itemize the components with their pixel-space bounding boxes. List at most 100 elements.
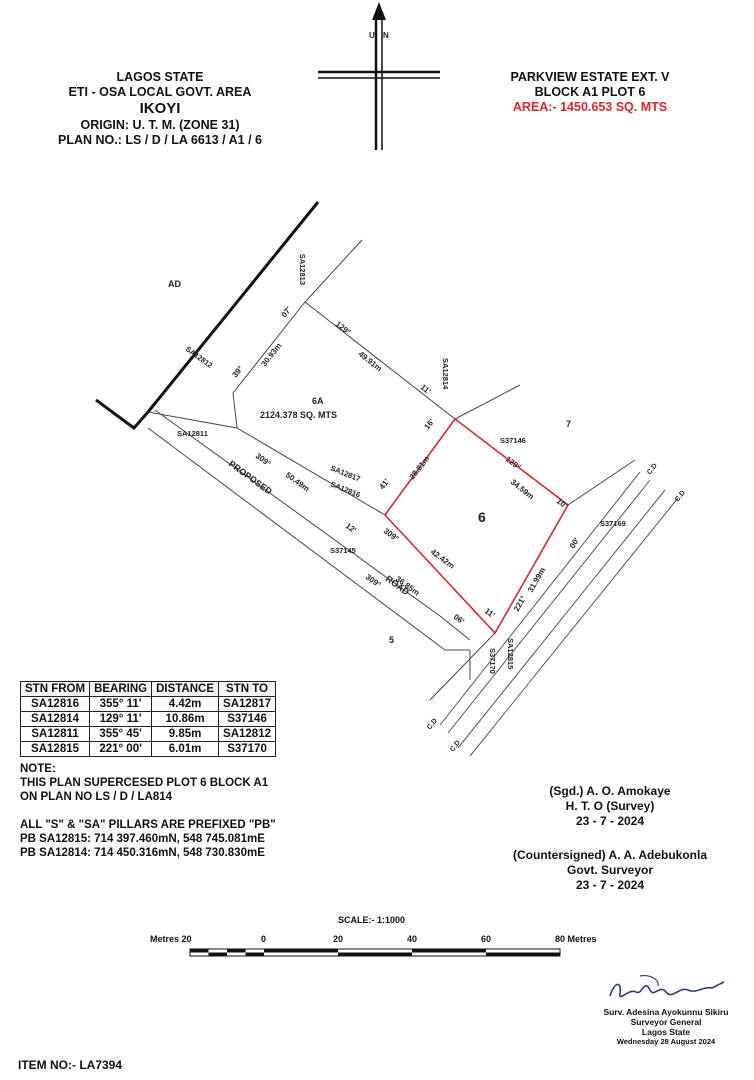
- beacon-sa12814: SA12814: [441, 358, 450, 390]
- sig2-title: Govt. Surveyor: [566, 863, 654, 877]
- scale-tick-40: 40: [407, 934, 418, 944]
- station-table-wrap: STN FROM BEARING DISTANCE STN TO SA12816…: [19, 681, 276, 757]
- block-plot: BLOCK A1 PLOT 6: [534, 85, 646, 99]
- plot-6a-boundary: [147, 239, 521, 516]
- label-6: 6: [478, 509, 486, 525]
- dim-23: 06': [452, 612, 466, 626]
- dim-20: 221°: [512, 594, 528, 613]
- note-line-4: PB SA12815: 714 397.460mN, 548 745.081mE: [20, 833, 265, 845]
- label-7: 7: [566, 419, 571, 429]
- cell: S37170: [218, 741, 276, 757]
- origin-text: ORIGIN: U. T. M. (ZONE 31): [80, 118, 240, 132]
- cd-label-4: C.D: [449, 739, 462, 753]
- cd-label-3: C.D: [426, 717, 439, 731]
- scale-label: SCALE:- 1:1000: [338, 915, 406, 925]
- dim-10: 16': [422, 417, 436, 431]
- cell: SA12812: [218, 726, 276, 742]
- cell: 129° 11': [89, 711, 153, 727]
- state-name: LAGOS STATE: [116, 70, 204, 84]
- dim-18: 00': [568, 536, 581, 550]
- plot-7-lines: [429, 459, 636, 701]
- scale-tick-0: 0: [261, 934, 267, 944]
- label-ad: AD: [168, 279, 181, 289]
- signature-block-1: (Sgd.) A. O. Amokaye H. T. O (Survey) 23…: [500, 784, 720, 829]
- table-header-row: STN FROM BEARING DISTANCE STN TO: [19, 681, 276, 697]
- dim-3: 11': [419, 382, 433, 396]
- cd-label-2: C.D: [674, 489, 687, 503]
- beacon-sa12815: SA12815: [506, 638, 515, 669]
- estate-name: PARKVIEW ESTATE EXT. V: [510, 70, 670, 84]
- scale-metres-right: 80 Metres: [555, 934, 597, 944]
- scale-tick-20: 20: [333, 934, 344, 944]
- beacon-sa12811: SA12811: [177, 429, 208, 438]
- beacon-s37170: S37170: [488, 648, 497, 674]
- cell: 4.42m: [151, 696, 220, 712]
- ad-boundary: [95, 201, 320, 431]
- item-number: ITEM NO:- LA7394: [18, 1058, 123, 1072]
- table-row: SA12816 355° 11' 4.42m SA12817: [19, 696, 276, 712]
- sg-date: Wednesday 28 August 2024: [616, 1037, 716, 1046]
- dim-1: 129°: [334, 319, 353, 336]
- note-line-2: ON PLAN NO LS / D / LA814: [20, 791, 173, 803]
- cell: S37146: [218, 711, 276, 727]
- table-row: SA12815 221° 00' 6.01m S37170: [19, 741, 276, 757]
- label-5: 5: [389, 635, 394, 645]
- dim-7: 309°: [254, 451, 273, 468]
- col-stn-from: STN FROM: [19, 681, 91, 697]
- cd-label-1: C.D: [646, 462, 659, 476]
- label-6a: 6A: [312, 396, 324, 406]
- col-bearing: BEARING: [89, 681, 153, 697]
- table-row: SA12814 129° 11' 10.86m S37146: [19, 711, 276, 727]
- col-distance: DISTANCE: [151, 681, 220, 697]
- beacon-sa12813: SA12813: [298, 254, 307, 285]
- cell: SA12816: [19, 696, 91, 712]
- beacon-s37146: S37146: [500, 436, 526, 445]
- area-text: AREA:- 1450.653 SQ. MTS: [512, 100, 668, 114]
- beacon-s37169: S37169: [600, 519, 626, 528]
- scale-metres-left: Metres 20: [150, 934, 192, 944]
- sg-title: Surveyor General: [630, 1017, 702, 1027]
- proposed-road: [147, 409, 471, 680]
- north-n: N: [383, 31, 389, 40]
- surveyor-general-block: Surv. Adesina Ayokunnu Sikiru Surveyor G…: [598, 1007, 734, 1047]
- cell: 6.01m: [151, 741, 220, 757]
- note-title: NOTE:: [20, 763, 56, 775]
- sg-name: Surv. Adesina Ayokunnu Sikiru: [603, 1007, 729, 1017]
- cell: 10.86m: [151, 711, 220, 727]
- scale-bar: [189, 948, 561, 957]
- dim-14: 34.59m: [509, 477, 536, 501]
- cell: SA12815: [19, 741, 91, 757]
- dim-12: 28.81m: [407, 454, 431, 481]
- cd-road: [439, 471, 679, 757]
- dim-21: 309°: [364, 572, 383, 589]
- label-6a-area: 2124.378 SQ. MTS: [260, 410, 337, 420]
- dim-24: 11': [483, 606, 497, 619]
- locality-name: IKOYI: [139, 100, 181, 117]
- plot-6-boundary: [383, 417, 570, 635]
- north-u: U: [369, 31, 375, 40]
- sig2-name: (Countersigned) A. A. Adebukonla: [513, 848, 707, 862]
- sig1-date: 23 - 7 - 2024: [575, 814, 645, 828]
- handwritten-signature-icon: [609, 975, 725, 998]
- sig2-date: 23 - 7 - 2024: [575, 878, 645, 892]
- sig1-name: (Sgd.) A. O. Amokaye: [549, 784, 671, 798]
- header-right: PARKVIEW ESTATE EXT. V BLOCK A1 PLOT 6 A…: [480, 70, 700, 115]
- sig1-title: H. T. O (Survey): [565, 799, 655, 813]
- lga-name: ETI - OSA LOCAL GOVT. AREA: [68, 85, 252, 99]
- plan-number: PLAN NO.: LS / D / LA 6613 / A1 / 6: [58, 133, 262, 147]
- col-stn-to: STN TO: [218, 681, 276, 697]
- dim-9: 12': [344, 521, 358, 535]
- dim-19: 31.99m: [526, 566, 547, 594]
- note-line-1: THIS PLAN SUPERCESED PLOT 6 BLOCK A1: [20, 777, 269, 789]
- cell: 355° 11': [89, 696, 153, 712]
- dim-11: 41': [377, 477, 391, 491]
- cell: 355° 45': [89, 726, 153, 742]
- station-table: STN FROM BEARING DISTANCE STN TO SA12816…: [19, 681, 276, 757]
- cell: 221° 00': [89, 741, 153, 757]
- north-arrow-icon: U N: [318, 2, 440, 150]
- table-row: SA12811 355° 45' 9.85m SA12812: [19, 726, 276, 742]
- cell: SA12817: [218, 696, 276, 712]
- dim-13: 129°: [504, 454, 523, 471]
- signature-block-2: (Countersigned) A. A. Adebukonla Govt. S…: [490, 848, 730, 893]
